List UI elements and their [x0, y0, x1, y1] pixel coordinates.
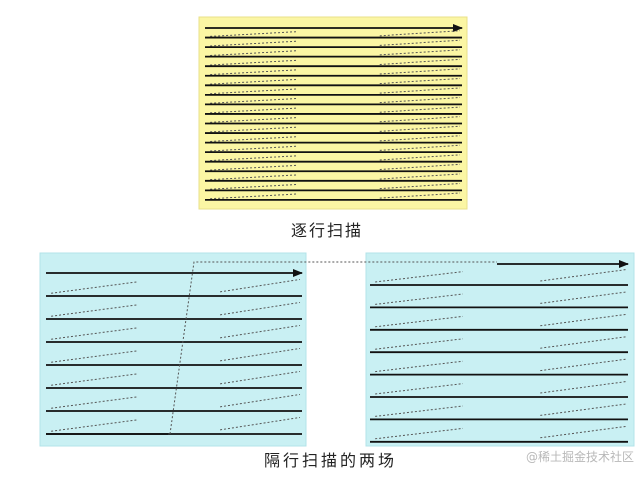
progressive-scan-caption: 逐行扫描	[291, 221, 364, 240]
retrace-line	[375, 383, 463, 395]
retrace-line	[210, 117, 298, 123]
retrace-line	[51, 419, 139, 432]
retrace-line	[375, 315, 463, 328]
field-2-panel-background	[365, 252, 635, 447]
retrace-line	[210, 40, 298, 47]
interlaced-fields-caption: 隔行扫描的两场	[264, 451, 398, 470]
retrace-line	[210, 193, 298, 200]
retrace-line	[210, 88, 298, 95]
retrace-line	[51, 396, 139, 409]
retrace-line	[375, 293, 463, 305]
watermark: @稀土掘金技术社区	[525, 450, 634, 464]
retrace-line	[379, 135, 461, 142]
retrace-line	[210, 183, 298, 190]
retrace-line	[379, 173, 461, 180]
retrace-line	[379, 106, 461, 113]
retrace-line	[375, 338, 463, 350]
retrace-line	[379, 144, 461, 151]
retrace-line	[220, 347, 301, 362]
retrace-line	[540, 425, 627, 439]
retrace-line	[379, 39, 461, 46]
retrace-line	[379, 116, 461, 123]
retrace-line	[210, 107, 298, 114]
retrace-line	[379, 49, 461, 56]
retrace-line	[379, 97, 461, 104]
retrace-line	[210, 69, 298, 76]
retrace-line	[379, 77, 461, 85]
retrace-line	[210, 78, 298, 85]
retrace-line	[540, 381, 627, 394]
retrace-line	[220, 370, 301, 385]
retrace-line	[210, 155, 298, 162]
retrace-line	[379, 58, 461, 65]
retrace-line	[210, 136, 298, 142]
retrace-line	[51, 350, 139, 363]
retrace-line	[210, 174, 298, 181]
retrace-line	[220, 393, 301, 408]
retrace-line	[210, 31, 298, 37]
retrace-line	[51, 281, 139, 294]
retrace-line	[210, 145, 298, 152]
retrace-line	[540, 313, 627, 327]
interlaced-field-2-panel	[365, 252, 635, 447]
retrace-line	[210, 126, 298, 133]
retrace-line	[210, 50, 298, 57]
retrace-line	[375, 360, 463, 373]
progressive-scan-lines	[205, 24, 463, 201]
retrace-line	[51, 327, 139, 340]
retrace-line	[540, 291, 627, 304]
retrace-line	[51, 304, 139, 317]
retrace-line	[379, 68, 461, 75]
retrace-line	[220, 301, 301, 316]
retrace-line	[540, 336, 627, 349]
retrace-line	[375, 405, 463, 417]
retrace-line	[379, 125, 461, 132]
retrace-line	[379, 154, 461, 161]
retrace-line	[375, 271, 463, 283]
field-2-scan-lines	[370, 260, 629, 443]
retrace-line	[379, 163, 461, 171]
retrace-line	[51, 373, 139, 386]
field-transition-retrace	[46, 261, 497, 435]
retrace-line	[379, 182, 461, 190]
retrace-line	[220, 278, 301, 293]
retrace-line	[379, 192, 461, 199]
retrace-line	[220, 416, 301, 431]
progressive-panel-background	[198, 16, 468, 210]
retrace-line	[379, 30, 461, 37]
retrace-line	[540, 269, 627, 282]
retrace-line	[220, 324, 301, 339]
retrace-line	[540, 403, 627, 416]
retrace-line	[210, 59, 298, 66]
retrace-line	[540, 358, 627, 372]
interlaced-field-1-panel	[39, 252, 307, 447]
retrace-line	[379, 87, 461, 94]
field-1-panel-background	[39, 252, 307, 447]
progressive-scan-panel	[198, 16, 468, 210]
retrace-line	[210, 97, 298, 104]
retrace-line	[210, 164, 298, 171]
retrace-line	[375, 427, 463, 440]
